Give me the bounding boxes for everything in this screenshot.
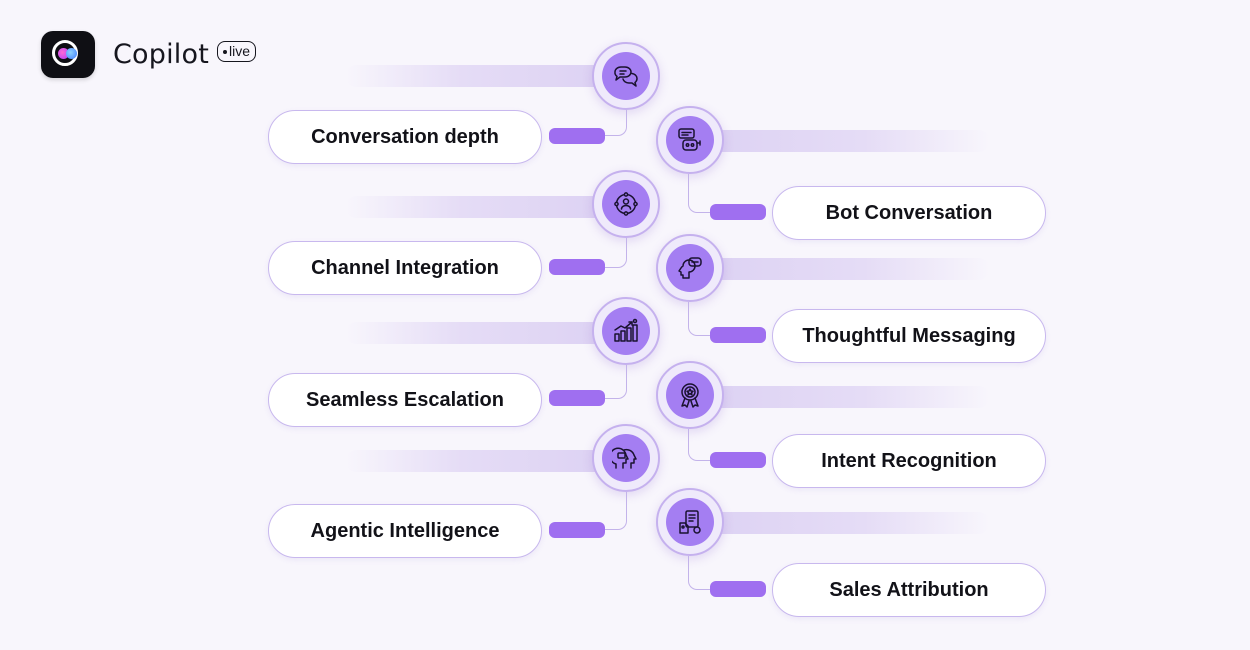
feature-label: Sales Attribution — [829, 578, 989, 601]
feature-stream — [710, 386, 990, 408]
feature-tab — [549, 522, 605, 538]
growth-chart-icon — [614, 318, 638, 342]
feature-pill: Conversation depth — [268, 110, 542, 164]
feature-connector — [688, 174, 711, 213]
feature-tab — [549, 259, 605, 275]
brand-logo: Copilot live — [41, 31, 257, 78]
feature-pill: Seamless Escalation — [268, 373, 542, 427]
feature-node — [656, 488, 724, 556]
copilot-logo-icon — [41, 31, 95, 78]
feature-tab — [710, 581, 766, 597]
feature-node — [592, 424, 660, 492]
feature-stream — [710, 512, 990, 534]
brand-badge-label: live — [229, 43, 251, 59]
feature-connector — [604, 110, 627, 136]
feature-stream — [345, 65, 605, 87]
feature-connector — [604, 365, 627, 399]
feature-label: Seamless Escalation — [306, 388, 504, 411]
feature-label: Conversation depth — [311, 125, 499, 148]
feature-pill: Sales Attribution — [772, 563, 1046, 617]
feature-node — [656, 361, 724, 429]
feature-label: Channel Integration — [311, 256, 499, 279]
feature-label: Bot Conversation — [825, 201, 993, 224]
feature-stream — [345, 196, 605, 218]
feature-node — [592, 170, 660, 238]
chatbot-icon — [678, 128, 701, 151]
feature-connector — [688, 556, 711, 590]
feature-node — [592, 42, 660, 110]
feature-pill: Bot Conversation — [772, 186, 1046, 240]
feature-stream — [710, 258, 990, 280]
feature-connector — [604, 492, 627, 530]
feature-stream — [710, 130, 990, 152]
feature-connector — [604, 238, 627, 268]
feature-connector — [688, 302, 711, 336]
feature-pill: Channel Integration — [268, 241, 542, 295]
feature-stream — [345, 322, 605, 344]
sales-tag-icon — [679, 510, 701, 534]
feature-tab — [549, 390, 605, 406]
feature-tab — [710, 327, 766, 343]
thought-bubble-icon — [678, 257, 702, 279]
feature-node — [656, 106, 724, 174]
ai-heads-icon — [612, 447, 637, 469]
feature-label: Intent Recognition — [821, 449, 997, 472]
feature-tab — [549, 128, 605, 144]
brand-badge: live — [217, 41, 257, 62]
feature-label: Thoughtful Messaging — [802, 324, 1016, 347]
feature-node — [656, 234, 724, 302]
feature-pill: Thoughtful Messaging — [772, 309, 1046, 363]
feature-label: Agentic Intelligence — [310, 519, 500, 542]
feature-pill: Intent Recognition — [772, 434, 1046, 488]
feature-connector — [688, 429, 711, 461]
chat-bubbles-icon — [614, 66, 638, 87]
feature-tab — [710, 452, 766, 468]
feature-pill: Agentic Intelligence — [268, 504, 542, 558]
brand-name: Copilot — [113, 39, 210, 70]
user-network-icon — [614, 192, 638, 216]
feature-tab — [710, 204, 766, 220]
feature-stream — [345, 450, 605, 472]
feature-node — [592, 297, 660, 365]
award-badge-icon — [681, 383, 699, 408]
